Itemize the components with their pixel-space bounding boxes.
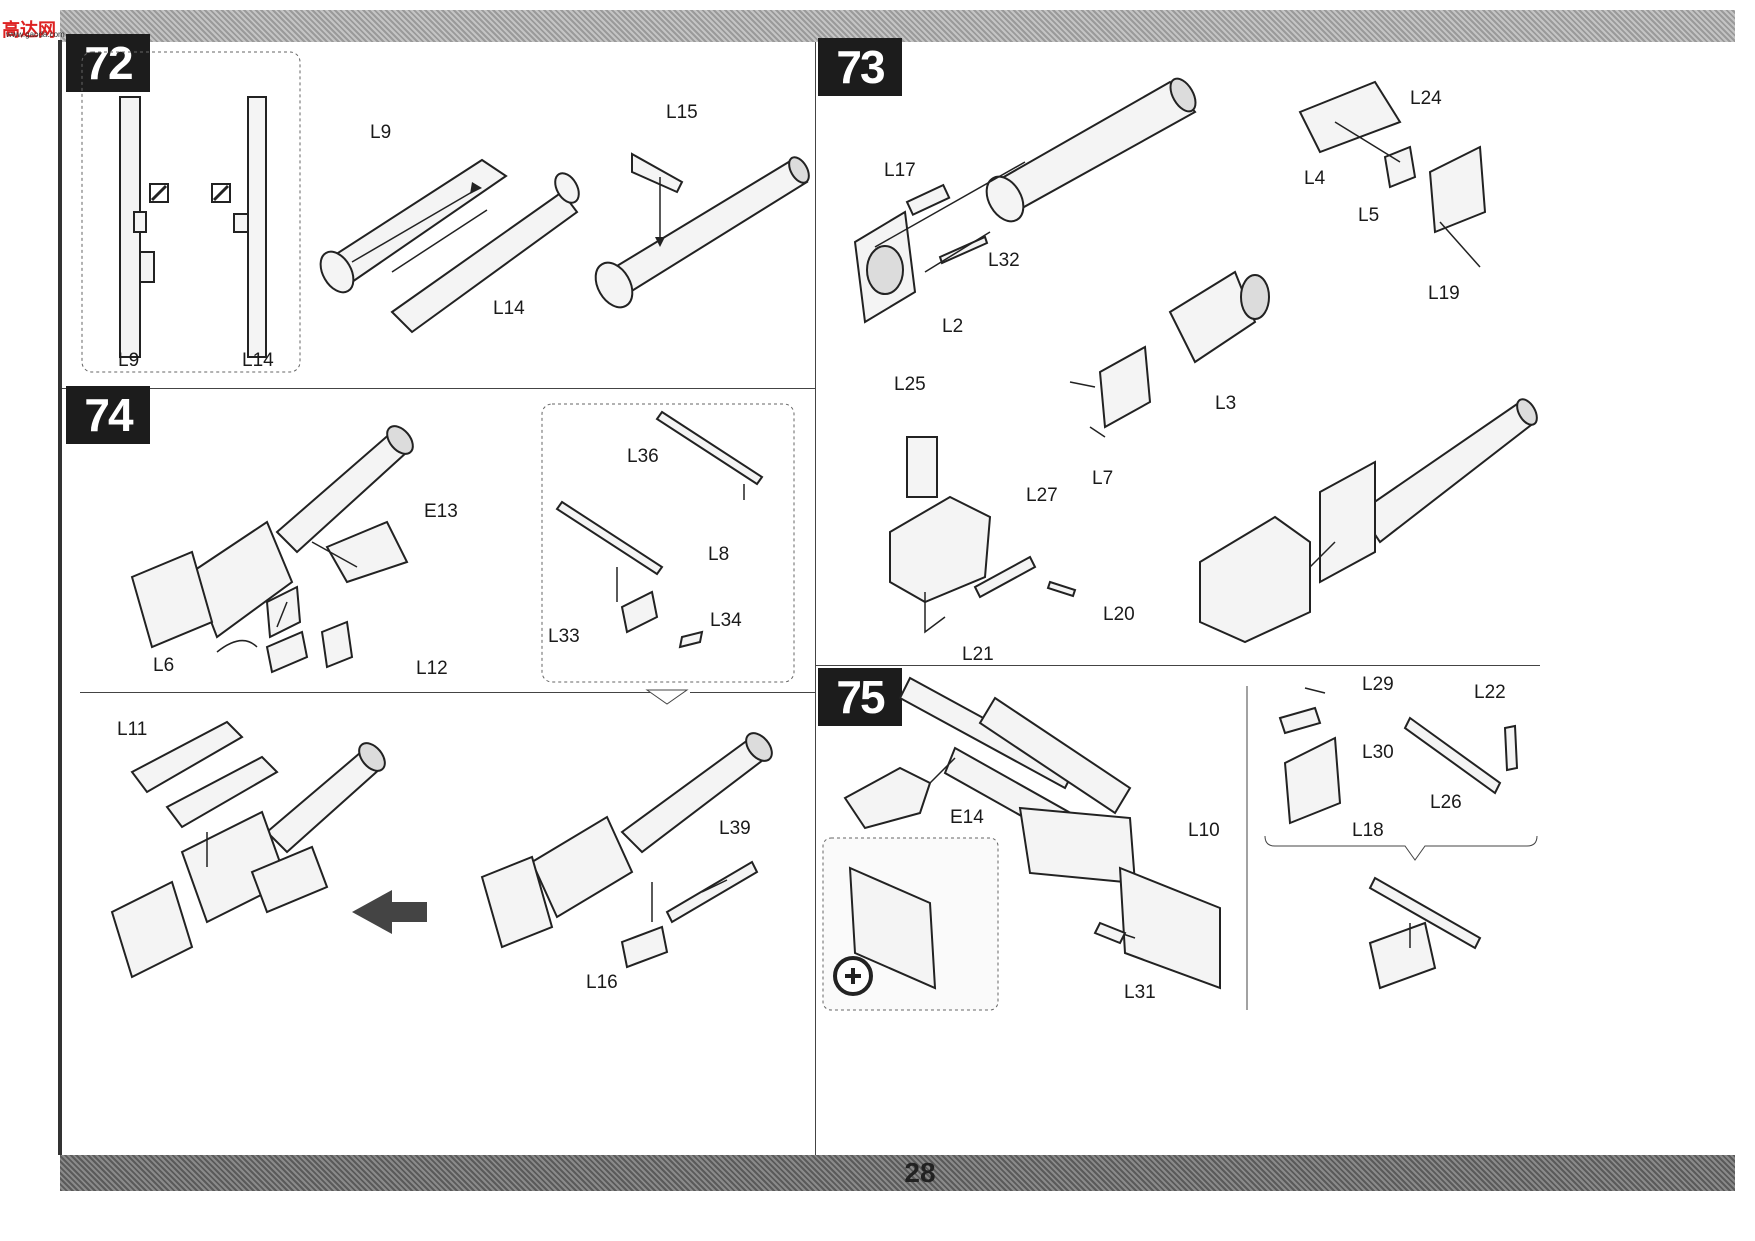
part-l36-l33-assembly bbox=[555, 410, 764, 649]
step-75-illustration bbox=[822, 676, 1538, 1011]
label-l3: L3 bbox=[1215, 393, 1237, 414]
step-75-sub-bracket bbox=[1264, 835, 1538, 861]
watermark-logo: 高达网 bbox=[2, 16, 66, 40]
part-l14-side bbox=[247, 96, 267, 358]
divider-74-sub-left bbox=[80, 692, 650, 693]
label-l6: L6 bbox=[153, 655, 175, 676]
step-73-illustration bbox=[853, 77, 1538, 644]
step-73-number: 73 bbox=[818, 38, 902, 96]
label-l15: L15 bbox=[666, 102, 698, 123]
part-e14 bbox=[843, 757, 956, 830]
label-l14: L14 bbox=[493, 298, 525, 319]
divider-74-sub-right bbox=[690, 692, 815, 693]
divider-73-75 bbox=[815, 665, 1540, 666]
label-l36: L36 bbox=[627, 446, 659, 467]
part-l10-detail bbox=[848, 866, 937, 990]
label-l27: L27 bbox=[1026, 485, 1058, 506]
cement-icon bbox=[149, 183, 169, 203]
label-l12: L12 bbox=[416, 658, 448, 679]
part-l26-l22 bbox=[1403, 716, 1519, 795]
footer-band bbox=[60, 1155, 1735, 1191]
step-72-illustration bbox=[81, 51, 810, 373]
label-l39: L39 bbox=[719, 818, 751, 839]
step-75-number: 75 bbox=[818, 668, 902, 726]
part-l4-l5-assembly bbox=[1298, 80, 1487, 268]
assembly-arrow-icon bbox=[352, 890, 427, 934]
label-l7: L7 bbox=[1092, 468, 1114, 489]
step-74-illustration bbox=[110, 403, 795, 979]
label-l26: L26 bbox=[1430, 792, 1462, 813]
step-74-detail-box bbox=[541, 403, 795, 683]
watermark-logo-url: www.gaoda.com bbox=[6, 30, 65, 39]
label-l16: L16 bbox=[586, 972, 618, 993]
label-l24: L24 bbox=[1410, 88, 1442, 109]
cement-icon bbox=[211, 183, 231, 203]
part-l9-l14-assembly bbox=[319, 158, 580, 334]
part-step74-top-assembly bbox=[130, 425, 414, 674]
label-l33: L33 bbox=[548, 626, 580, 647]
part-step74-bottom-right bbox=[480, 732, 773, 969]
part-step75-sub-result bbox=[1368, 876, 1482, 990]
label-l22: L22 bbox=[1474, 682, 1506, 703]
step-72-number: 72 bbox=[66, 34, 150, 92]
divider-72-74 bbox=[62, 388, 815, 389]
label-l30: L30 bbox=[1362, 742, 1394, 763]
part-step75-main-assembly bbox=[898, 676, 1221, 990]
label-l19: L19 bbox=[1428, 283, 1460, 304]
part-l15-assembly bbox=[594, 152, 810, 309]
label-l34: L34 bbox=[710, 610, 742, 631]
label-l31: L31 bbox=[1124, 982, 1156, 1003]
label-l20: L20 bbox=[1103, 604, 1135, 625]
binding-edge bbox=[58, 40, 62, 1155]
label-l8: L8 bbox=[708, 544, 730, 565]
label-l17: L17 bbox=[884, 160, 916, 181]
label-l2: L2 bbox=[942, 316, 964, 337]
label-e14: E14 bbox=[950, 807, 984, 828]
label-l29: L29 bbox=[1362, 674, 1394, 695]
part-l3-assembly bbox=[1069, 270, 1270, 438]
label-l21: L21 bbox=[962, 644, 994, 665]
label-l11: L11 bbox=[117, 719, 148, 740]
label-l9: L9 bbox=[370, 122, 392, 143]
step-74-number: 74 bbox=[66, 386, 150, 444]
label-e13: E13 bbox=[424, 501, 458, 522]
label-l14-side: L14 bbox=[242, 350, 274, 371]
page-number: 28 bbox=[904, 1157, 936, 1188]
label-l5: L5 bbox=[1358, 205, 1380, 226]
part-step74-bottom-left bbox=[110, 720, 386, 979]
label-l25: L25 bbox=[894, 374, 926, 395]
label-l4: L4 bbox=[1304, 168, 1326, 189]
zoom-plus-icon bbox=[833, 956, 873, 996]
label-l10: L10 bbox=[1188, 820, 1220, 841]
part-l18-l30-l29 bbox=[1278, 687, 1342, 825]
label-l18: L18 bbox=[1352, 820, 1384, 841]
watermark-logo-text: 高达网 bbox=[2, 20, 56, 40]
part-l2-assembly bbox=[853, 77, 1197, 324]
callout-pointer bbox=[645, 689, 689, 705]
label-l9-side: L9 bbox=[118, 350, 140, 371]
top-header-band bbox=[60, 10, 1735, 42]
part-l21-assembly bbox=[889, 436, 1077, 634]
step-72-detail-box bbox=[81, 51, 301, 373]
part-step73-result bbox=[1199, 398, 1538, 644]
center-divider bbox=[815, 42, 816, 1155]
label-l32: L32 bbox=[988, 250, 1020, 271]
